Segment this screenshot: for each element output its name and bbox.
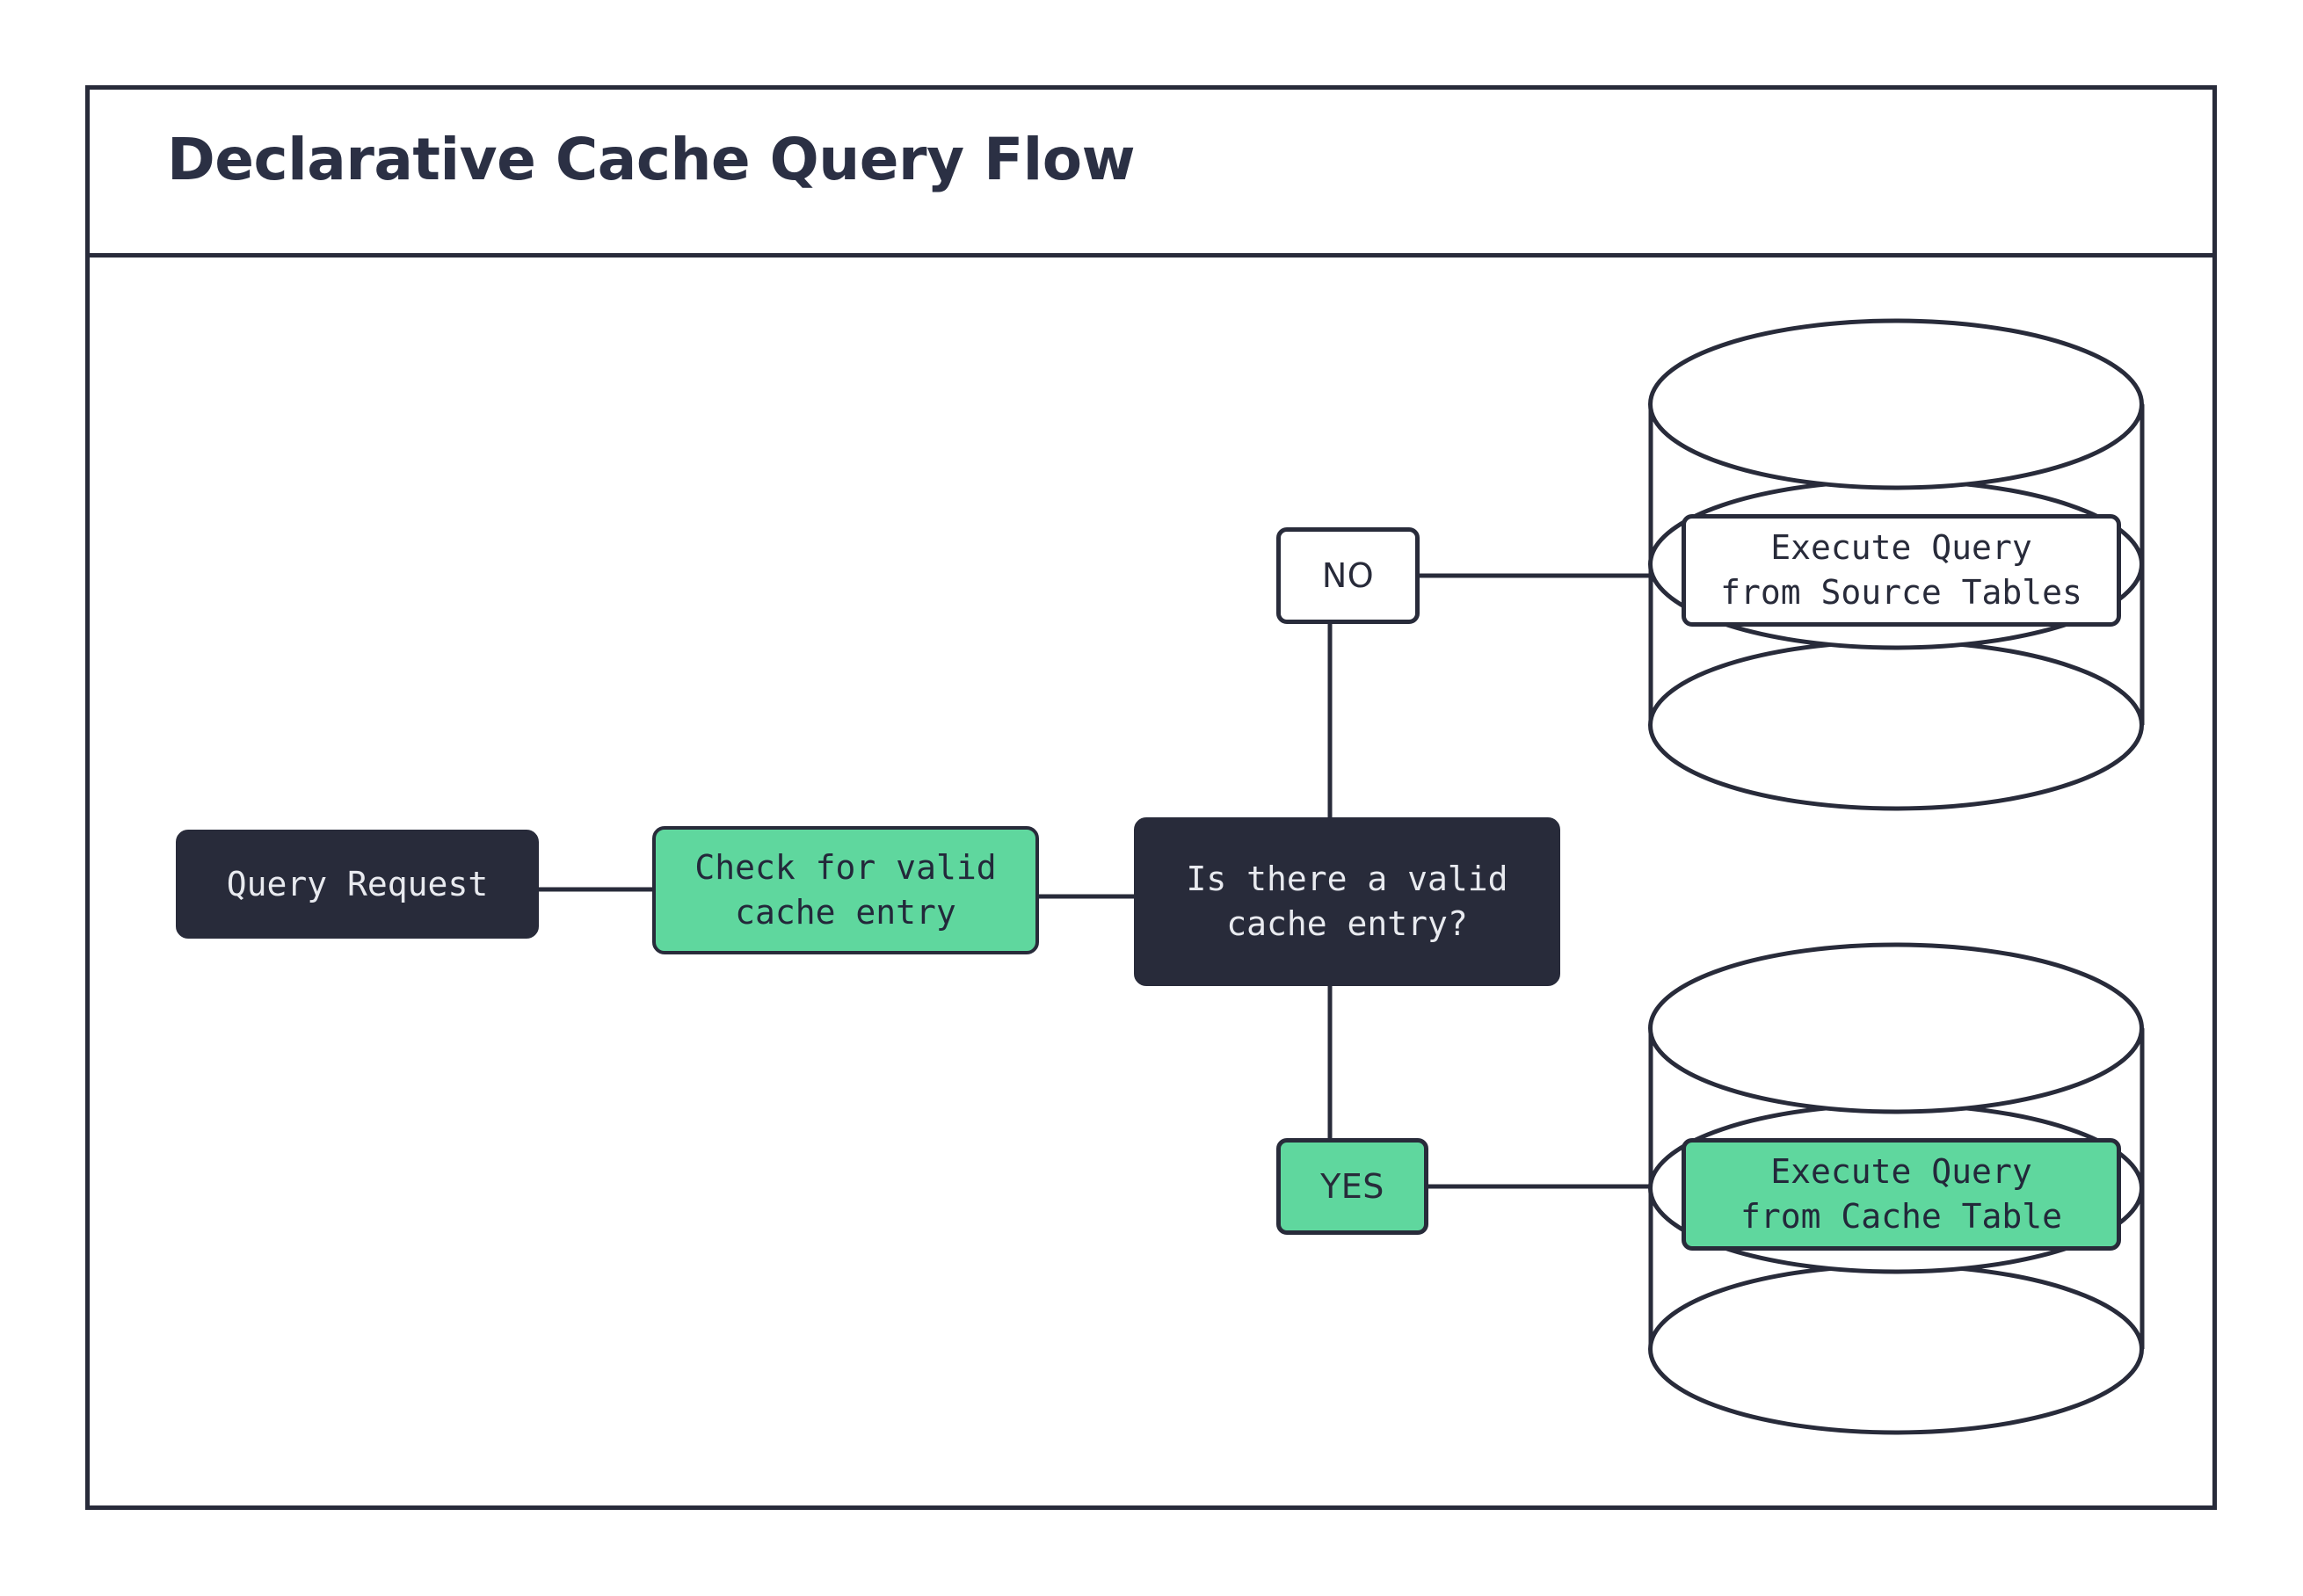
diagram-header-band	[85, 85, 2217, 258]
datastore-label-cache-table[interactable]: Execute Query from Cache Table	[1682, 1138, 2121, 1251]
node-query-request[interactable]: Query Request	[176, 830, 539, 939]
branch-label-no[interactable]: NO	[1276, 527, 1420, 624]
node-decision-valid-cache-entry[interactable]: Is there a valid cache entry?	[1134, 817, 1560, 986]
page-title: Declarative Cache Query Flow	[167, 126, 1136, 193]
datastore-label-source-tables[interactable]: Execute Query from Source Tables	[1682, 514, 2121, 627]
branch-label-yes[interactable]: YES	[1276, 1138, 1428, 1235]
node-check-cache[interactable]: Check for valid cache entry	[652, 826, 1039, 954]
